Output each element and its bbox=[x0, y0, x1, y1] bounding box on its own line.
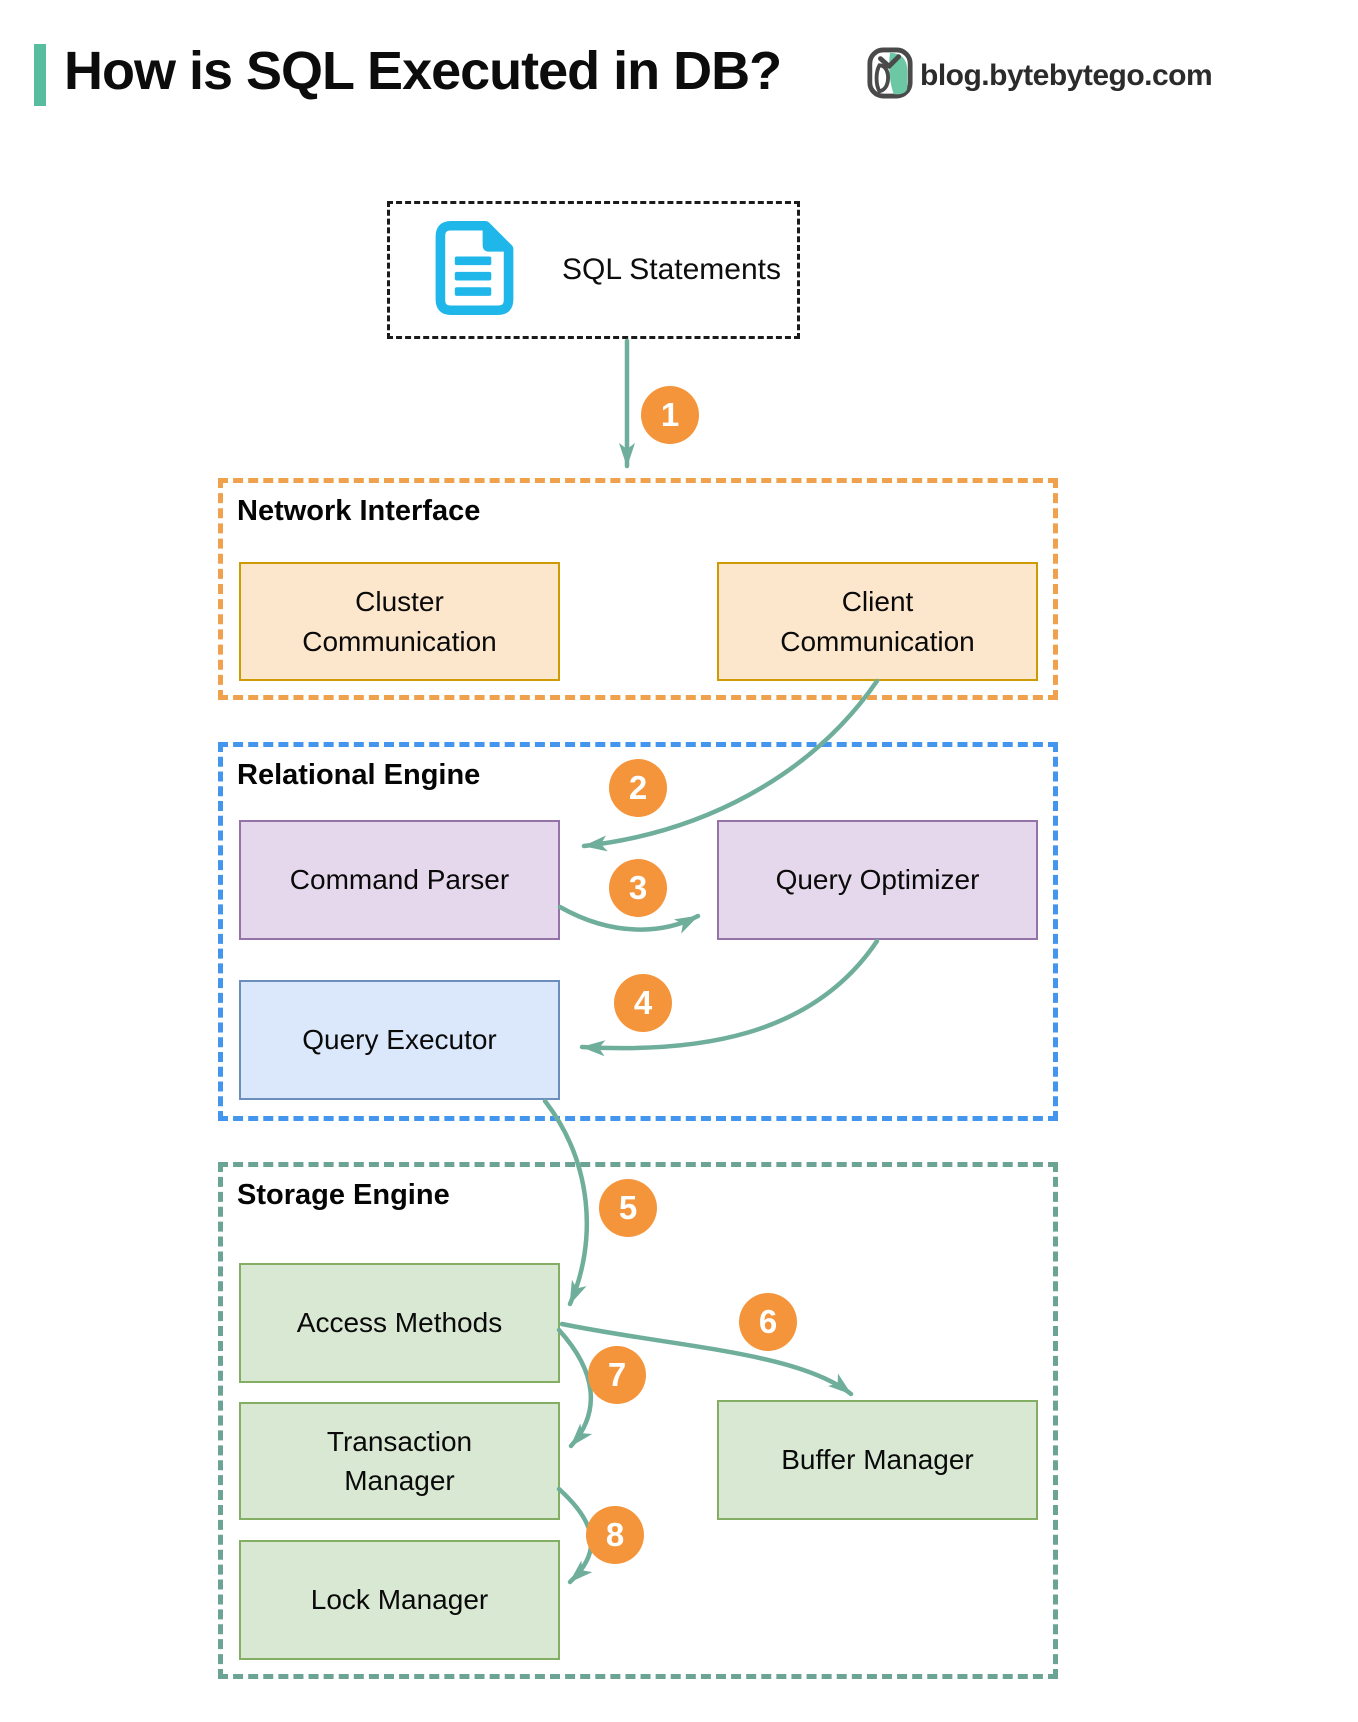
sql-statements-label: SQL Statements bbox=[562, 253, 781, 286]
document-icon bbox=[426, 216, 522, 325]
badge-step-5: 5 bbox=[599, 1179, 657, 1237]
node-access-methods: Access Methods bbox=[239, 1263, 560, 1383]
node-client-communication: Client Communication bbox=[717, 562, 1038, 681]
node-cluster-communication: Cluster Communication bbox=[239, 562, 560, 681]
sql-statements-box: SQL Statements bbox=[387, 201, 800, 339]
node-command-parser: Command Parser bbox=[239, 820, 560, 940]
node-query-executor: Query Executor bbox=[239, 980, 560, 1100]
badge-step-1: 1 bbox=[641, 386, 699, 444]
badge-step-4: 4 bbox=[614, 974, 672, 1032]
badge-step-8: 8 bbox=[586, 1506, 644, 1564]
section-label-storage-engine: Storage Engine bbox=[237, 1179, 450, 1211]
section-storage-engine: Storage Engine bbox=[218, 1162, 1058, 1679]
owl-logo-icon bbox=[866, 46, 914, 105]
badge-step-7: 7 bbox=[588, 1346, 646, 1404]
blog-url-text: blog.bytebytego.com bbox=[920, 58, 1213, 92]
node-lock-manager: Lock Manager bbox=[239, 1540, 560, 1660]
section-label-relational-engine: Relational Engine bbox=[237, 759, 481, 791]
node-query-optimizer: Query Optimizer bbox=[717, 820, 1038, 940]
page-title: How is SQL Executed in DB? bbox=[64, 41, 782, 101]
node-transaction-manager: Transaction Manager bbox=[239, 1402, 560, 1520]
badge-step-6: 6 bbox=[739, 1293, 797, 1351]
badge-step-2: 2 bbox=[609, 759, 667, 817]
brand-logo: blog.bytebytego.com bbox=[866, 46, 1213, 105]
title-accent-bar bbox=[34, 44, 46, 106]
badge-step-3: 3 bbox=[609, 859, 667, 917]
node-buffer-manager: Buffer Manager bbox=[717, 1400, 1038, 1520]
section-label-network-interface: Network Interface bbox=[237, 495, 481, 527]
